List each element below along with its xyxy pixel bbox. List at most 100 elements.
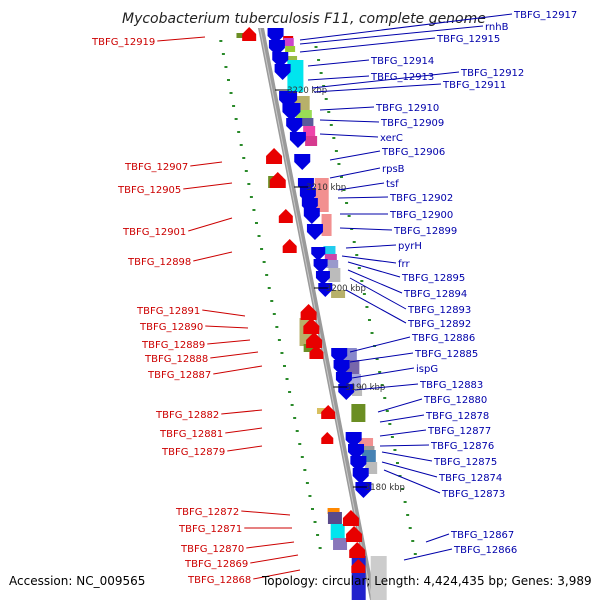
gene-label-right: TBFG_12906: [381, 147, 445, 158]
label-leader-line: [341, 255, 397, 264]
gene-label-left: TBFG_12891: [136, 306, 200, 317]
gc-dot: [229, 92, 233, 94]
gene-label-right: TBFG_12892: [407, 319, 471, 330]
gc-dot: [267, 287, 271, 289]
label-leader-line: [307, 75, 370, 81]
scale-tick-label: 3210 kbp: [306, 183, 346, 193]
label-leader-line: [221, 409, 263, 415]
label-leader-line: [381, 461, 438, 478]
label-leader-line: [213, 365, 263, 375]
gc-dot: [219, 40, 223, 42]
reverse-gene-arrow: [282, 103, 301, 121]
feature-layer: [236, 27, 387, 600]
label-leader-line: [157, 36, 206, 42]
label-leader-line: [425, 533, 450, 543]
forward-gene-arrow: [303, 318, 320, 334]
label-leader-line: [311, 71, 460, 89]
gc-dot: [282, 365, 286, 367]
gc-dot: [388, 423, 392, 425]
gene-label-left: TBFG_12898: [127, 257, 191, 268]
gc-dot: [277, 339, 281, 341]
gene-label-left: TBFG_12919: [91, 37, 155, 48]
reverse-gene-arrow: [338, 384, 355, 400]
gc-dot: [355, 254, 359, 256]
gc-dot: [378, 371, 382, 373]
label-leader-line: [337, 196, 389, 199]
gene-label-right: TBFG_12910: [375, 103, 439, 114]
gene-magenta-block: [283, 38, 294, 46]
gc-dot: [239, 144, 243, 146]
label-leader-line: [349, 277, 407, 310]
gene-label-right: TBFG_12911: [442, 80, 506, 91]
gc-dot: [339, 176, 343, 178]
gc-dot: [262, 261, 266, 263]
gene-khaki-block: [331, 290, 346, 298]
gc-dot: [288, 391, 292, 393]
gc-dot: [232, 105, 236, 107]
gc-dot: [380, 384, 384, 386]
label-leader-line: [349, 352, 414, 363]
label-leader-line: [319, 133, 379, 138]
gene-salmon-block: [321, 214, 332, 236]
reverse-gene-arrow: [306, 224, 323, 240]
gene-grey-block: [370, 556, 387, 600]
gc-dot: [242, 157, 246, 159]
gc-dots-layer: [219, 40, 417, 555]
gene-label-right: TBFG_12902: [389, 193, 453, 204]
gc-dot: [332, 137, 336, 139]
gene-label-right: TBFG_12915: [436, 34, 500, 45]
label-leader-line: [253, 569, 301, 580]
label-leader-line: [379, 429, 427, 437]
gc-dot: [408, 527, 412, 529]
gene-label-left: TBFG_12887: [147, 370, 211, 381]
label-leader-line: [225, 427, 263, 434]
forward-gene-arrow: [321, 432, 334, 444]
gc-dot: [347, 215, 351, 217]
gc-dot: [411, 540, 415, 542]
gene-slate-block: [301, 118, 314, 126]
gc-dot: [337, 163, 341, 165]
gene-label-right: TBFG_12899: [393, 226, 457, 237]
gc-dot: [324, 98, 328, 100]
gc-dot: [370, 332, 374, 334]
gene-lavender-block: [326, 260, 339, 268]
gc-dot: [303, 469, 307, 471]
gc-dot: [395, 462, 399, 464]
forward-gene-arrow: [282, 239, 297, 253]
gene-label-left: TBFG_12870: [180, 544, 244, 555]
gc-dot: [385, 410, 389, 412]
label-leader-line: [347, 261, 401, 278]
reverse-gene-arrow: [313, 259, 328, 273]
gc-dot: [329, 124, 333, 126]
gene-label-left: TBFG_12889: [141, 340, 205, 351]
label-leader-line: [193, 251, 233, 262]
gc-dot: [280, 352, 284, 354]
gene-label-left: TBFG_12882: [155, 410, 219, 421]
gc-dot: [265, 274, 269, 276]
label-leader-line: [299, 37, 436, 53]
gc-dot: [293, 417, 297, 419]
gene-label-right: xerC: [380, 133, 403, 144]
gene-label-right: TBFG_12914: [370, 56, 434, 67]
gc-dot: [365, 306, 369, 308]
label-leader-line: [227, 445, 263, 452]
label-leader-line: [210, 351, 259, 359]
gc-dot: [254, 222, 258, 224]
gc-dot: [249, 196, 253, 198]
gene-label-right: rpsB: [382, 164, 405, 175]
gc-dot: [318, 547, 322, 549]
gene-label-left: TBFG_12868: [187, 575, 251, 586]
reverse-gene-arrow: [318, 283, 333, 297]
gene-cyan-block: [287, 60, 304, 92]
accession-text: Accession: NC_009565: [9, 574, 145, 588]
gc-dot: [406, 514, 410, 516]
gc-dot: [345, 202, 349, 204]
forward-gene-arrow: [349, 542, 366, 558]
gene-label-right: TBFG_12880: [423, 395, 487, 406]
map-title: Mycobacterium tuberculosis F11, complete…: [122, 11, 486, 27]
gene-label-right: TBFG_12886: [411, 333, 475, 344]
label-leader-line: [339, 227, 393, 231]
label-leader-line: [307, 59, 370, 67]
gc-dot: [357, 267, 361, 269]
forward-gene-arrow: [309, 345, 324, 359]
